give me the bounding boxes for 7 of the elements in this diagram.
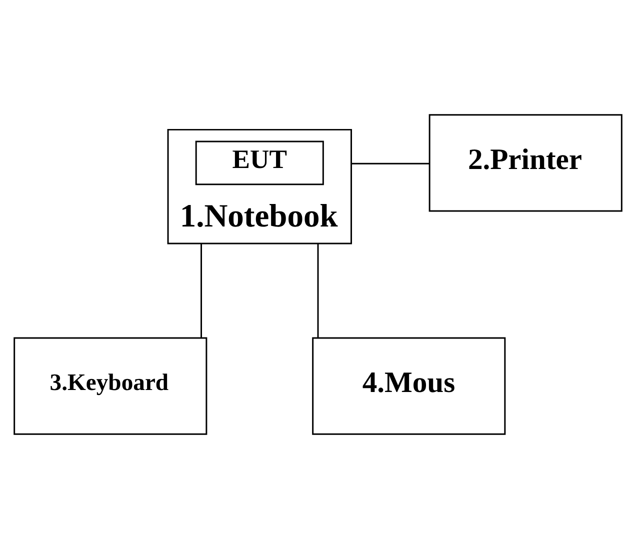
node-box: EUT — [195, 140, 324, 186]
connector — [351, 162, 430, 164]
node-box: 3.Keyboard — [14, 337, 208, 435]
connector — [200, 243, 202, 338]
node-box: 2.Printer — [428, 114, 622, 212]
node-box: 4.Mous — [312, 337, 506, 435]
connector — [317, 243, 319, 338]
